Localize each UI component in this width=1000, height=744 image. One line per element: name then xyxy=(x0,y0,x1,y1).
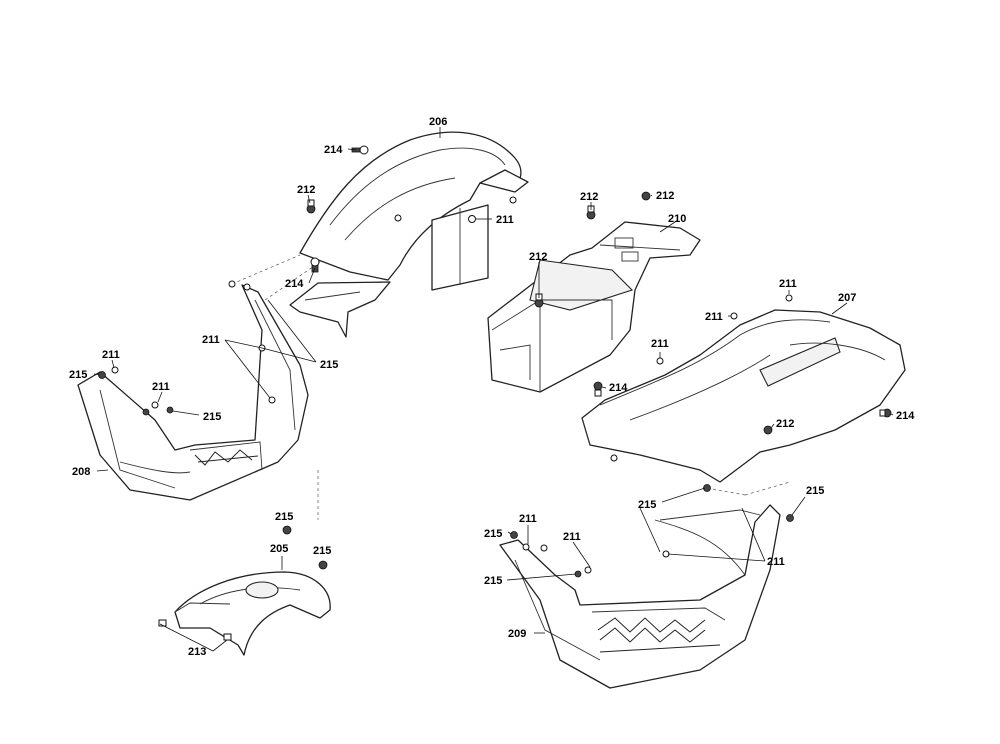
callout-211: 211 xyxy=(152,381,170,393)
callout-211: 211 xyxy=(519,513,537,525)
nut-212-icon xyxy=(641,191,651,201)
leader-lines xyxy=(93,127,894,652)
part-207-right-rear-fender xyxy=(581,309,906,483)
callout-215: 215 xyxy=(275,511,293,523)
clip-215-icon xyxy=(703,484,711,492)
callout-214: 214 xyxy=(324,144,343,156)
callout-212: 212 xyxy=(656,190,674,202)
screw-211-icon xyxy=(111,366,119,374)
callout-214: 214 xyxy=(896,410,915,422)
callout-214: 214 xyxy=(285,278,304,290)
clip-215-icon xyxy=(282,525,292,535)
nut-212-icon xyxy=(306,199,316,214)
callout-211: 211 xyxy=(102,349,120,361)
callout-215: 215 xyxy=(320,359,338,371)
callout-213: 213 xyxy=(188,646,206,658)
part-209-right-footrest xyxy=(499,504,781,689)
screw-211-icon xyxy=(656,357,664,365)
callout-211: 211 xyxy=(767,556,785,568)
part-208-left-footrest xyxy=(77,284,309,501)
screw-211-icon xyxy=(243,283,251,291)
callout-209: 209 xyxy=(508,628,526,640)
callout-214: 214 xyxy=(609,382,628,394)
alignment-lines xyxy=(231,254,791,520)
clip-215-icon xyxy=(786,514,794,522)
clip-215-icon xyxy=(318,560,328,570)
callout-206: 206 xyxy=(429,116,447,128)
callout-215: 215 xyxy=(806,485,824,497)
callout-211: 211 xyxy=(779,278,797,290)
clip-215-icon xyxy=(142,408,150,416)
callout-215: 215 xyxy=(313,545,331,557)
callout-212: 212 xyxy=(776,418,794,430)
callout-211: 211 xyxy=(496,214,514,226)
clip-215-icon xyxy=(166,406,174,414)
screw-211-icon xyxy=(468,215,476,223)
callout-212: 212 xyxy=(529,251,547,263)
callout-215: 215 xyxy=(484,528,502,540)
callout-207: 207 xyxy=(838,292,856,304)
screw-211-icon xyxy=(151,401,159,409)
bolt-214-icon xyxy=(310,257,320,273)
callout-215: 215 xyxy=(484,575,502,587)
callout-212: 212 xyxy=(297,184,315,196)
screw-211-icon xyxy=(268,396,276,404)
screw-211-icon xyxy=(509,196,517,204)
callout-208: 208 xyxy=(72,466,90,478)
screw-211-icon xyxy=(785,294,793,302)
clip-213-icon xyxy=(158,619,167,627)
callout-205: 205 xyxy=(270,543,288,555)
clip-213-icon xyxy=(223,633,232,641)
part-205-cover xyxy=(174,571,331,656)
screw-211-icon xyxy=(394,214,402,222)
screw-211-icon xyxy=(540,544,548,552)
screw-211-icon xyxy=(730,312,738,320)
clip-215-icon xyxy=(510,531,518,539)
screw-211-icon xyxy=(522,543,530,551)
callout-215: 215 xyxy=(69,369,87,381)
callout-211: 211 xyxy=(563,531,581,543)
callout-211: 211 xyxy=(705,311,723,323)
callout-labels: 206 214 212 211 214 211 215 215 211 211 … xyxy=(69,116,915,658)
nut-212-icon xyxy=(763,425,773,435)
callout-211: 211 xyxy=(202,334,220,346)
screw-211-icon xyxy=(228,280,236,288)
callout-215: 215 xyxy=(203,411,221,423)
bolt-214-icon xyxy=(593,381,603,397)
screw-211-icon xyxy=(584,566,592,574)
callout-211: 211 xyxy=(651,338,669,350)
part-210-battery-tray xyxy=(487,221,701,393)
screw-211-icon xyxy=(610,454,618,462)
bolt-214-icon xyxy=(879,408,892,418)
callout-210: 210 xyxy=(668,213,686,225)
callout-215: 215 xyxy=(638,499,656,511)
callout-212: 212 xyxy=(580,191,598,203)
part-206-rear-fender xyxy=(289,131,529,338)
